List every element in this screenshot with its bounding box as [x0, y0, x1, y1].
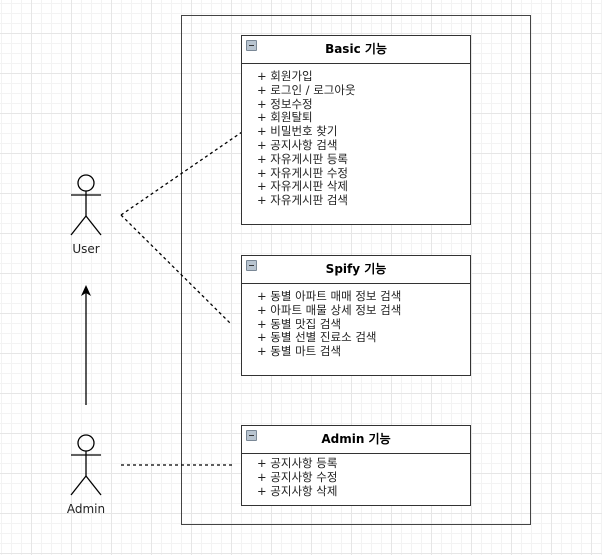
- list-item: + 공지사항 등록: [257, 456, 338, 470]
- collapse-icon[interactable]: [246, 40, 257, 51]
- collapse-icon[interactable]: [246, 430, 257, 441]
- class-title: Basic 기능: [325, 42, 387, 56]
- list-item: + 동별 아파트 매매 정보 검색: [257, 289, 402, 303]
- user-spify-link[interactable]: [120, 214, 231, 324]
- admin-class-box[interactable]: Admin 기능 + 공지사항 등록 + 공지사항 수정 + 공지사항 삭제: [241, 425, 471, 506]
- list-item: + 아파트 매물 상세 정보 검색: [257, 302, 402, 317]
- admin-actor-label: Admin: [66, 502, 106, 516]
- class-title: Admin 기능: [321, 432, 391, 446]
- list-item: + 자유게시판 검색: [257, 193, 349, 208]
- user-actor-figure[interactable]: [70, 174, 102, 236]
- list-item: + 자유게시판 삭제: [257, 179, 349, 194]
- list-item: + 동별 마트 검색: [257, 344, 342, 359]
- admin-actor-figure[interactable]: [70, 434, 102, 496]
- list-item: + 공지사항 수정: [257, 469, 338, 484]
- list-item: + 로그인 / 로그아웃: [257, 82, 356, 97]
- list-item: + 정보수정: [257, 96, 313, 111]
- spify-class-box[interactable]: Spify 기능 + 동별 아파트 매매 정보 검색 + 아파트 매물 상세 정…: [241, 255, 471, 376]
- list-item: + 회원탈퇴: [257, 110, 313, 125]
- class-title: Spify 기능: [325, 262, 387, 276]
- basic-class-box[interactable]: Basic 기능 + 회원가입 + 로그인 / 로그아웃 + 정보수정 + 회원…: [241, 35, 471, 225]
- list-item: + 회원가입: [257, 69, 313, 83]
- system-boundary[interactable]: [181, 15, 531, 525]
- user-actor-label: User: [72, 242, 100, 256]
- list-item: + 공지사항 삭제: [257, 483, 338, 498]
- list-item: + 동별 선별 진료소 검색: [257, 330, 377, 345]
- collapse-icon[interactable]: [246, 260, 257, 271]
- list-item: + 비밀번호 찾기: [257, 124, 338, 139]
- list-item: + 자유게시판 수정: [257, 165, 349, 180]
- list-item: + 자유게시판 등록: [257, 151, 349, 166]
- list-item: + 공지사항 검색: [257, 137, 338, 152]
- arrowhead-icon: [81, 285, 91, 296]
- user-basic-link[interactable]: [120, 131, 243, 216]
- list-item: + 동별 맛집 검색: [257, 316, 342, 331]
